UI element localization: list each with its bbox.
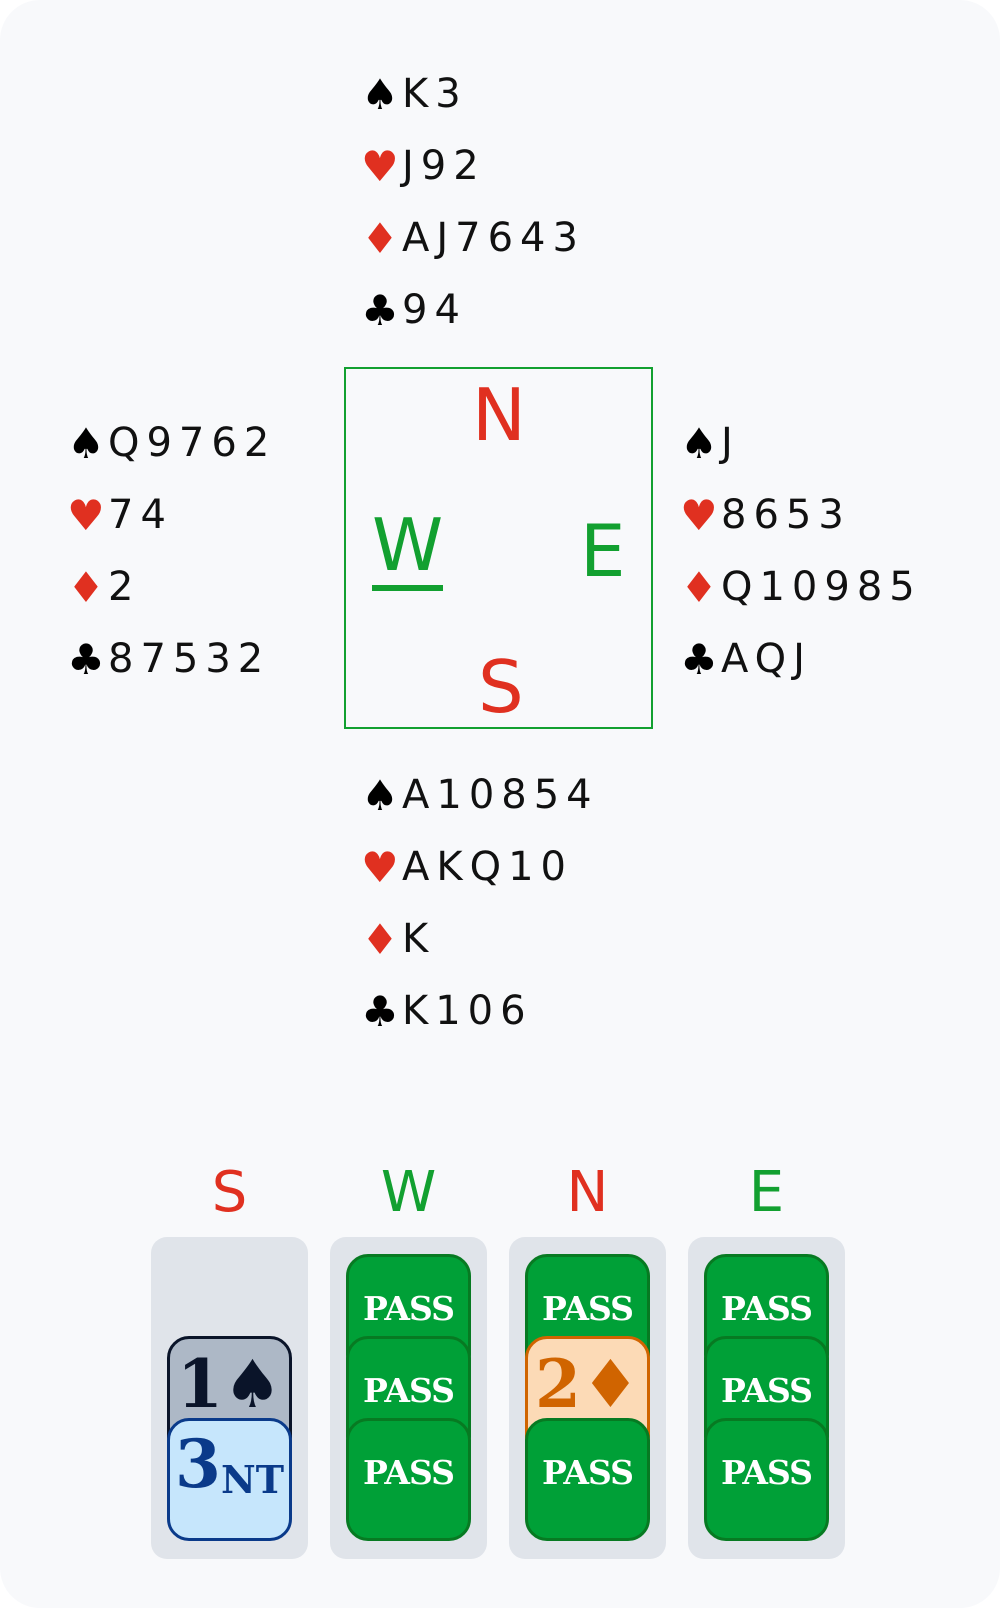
cards: Q9762 [108,420,277,466]
compass-south: S [478,645,524,729]
heart-icon: ♥ [361,141,399,191]
bid-column-north: PASS 2♦ PASS [509,1237,666,1559]
cards: J [721,420,740,466]
cards: 8653 [721,492,851,538]
bid-strain: NT [220,1457,284,1502]
spade-icon: ♠ [67,418,105,468]
club-icon: ♣ [361,986,399,1036]
cards: 2 [108,564,141,610]
club-icon: ♣ [67,634,105,684]
diamond-icon: ♦ [680,562,718,612]
pass-label: PASS [363,1289,455,1328]
east-diamonds: ♦Q10985 [679,557,922,617]
spade-icon: ♠ [680,418,718,468]
west-hearts: ♥74 [66,485,173,545]
club-icon: ♣ [361,285,399,335]
heart-icon: ♥ [67,490,105,540]
bid-header-west: W [380,1160,437,1225]
bid-level: 3 [175,1425,221,1503]
diamond-icon: ♦ [67,562,105,612]
west-spades: ♠Q9762 [66,413,276,473]
cards: AKQ10 [402,844,573,890]
pass-label: PASS [721,1289,813,1328]
south-hearts: ♥AKQ10 [360,837,573,897]
north-diamonds: ♦AJ7643 [360,208,585,268]
pass-label: PASS [542,1289,634,1328]
compass-east: E [580,509,626,593]
cards: 74 [108,492,173,538]
cards: K [402,916,436,962]
east-hearts: ♥8653 [679,485,851,545]
bid-header-south: S [211,1160,248,1225]
cards: J92 [402,143,486,189]
spade-icon: ♠ [361,69,399,119]
east-spades: ♠J [679,413,740,473]
diamond-icon: ♦ [580,1345,641,1423]
club-icon: ♣ [680,634,718,684]
cards: 94 [402,287,467,333]
bid-column-east: PASS PASS PASS [688,1237,845,1559]
pass-label: PASS [721,1453,813,1492]
pass-label: PASS [721,1371,813,1410]
bid-column-west: PASS PASS PASS [330,1237,487,1559]
compass-west-dealer: W [372,509,444,591]
bid-card-pass[interactable]: PASS [525,1418,650,1541]
bid-card-pass[interactable]: PASS [704,1418,829,1541]
south-diamonds: ♦K [360,909,435,969]
south-spades: ♠A10854 [360,765,599,825]
diamond-icon: ♦ [361,213,399,263]
compass-box: N W E S [344,367,653,729]
bid-header-east: E [748,1160,785,1225]
cards: AJ7643 [402,215,585,261]
south-clubs: ♣K106 [360,981,533,1041]
pass-label: PASS [363,1371,455,1410]
cards: AQJ [721,636,812,682]
north-spades: ♠K3 [360,64,468,124]
bid-level: 2 [534,1345,581,1423]
bid-level: 1 [176,1345,223,1423]
bid-header-north: N [566,1160,609,1225]
diamond-icon: ♦ [361,914,399,964]
spade-icon: ♠ [361,770,399,820]
cards: 87532 [108,636,271,682]
cards: K3 [402,71,468,117]
pass-label: PASS [363,1453,455,1492]
bid-card-pass[interactable]: PASS [346,1418,471,1541]
compass-north: N [472,373,526,457]
heart-icon: ♥ [361,842,399,892]
north-hearts: ♥J92 [360,136,486,196]
spade-icon: ♠ [222,1345,283,1423]
cards: A10854 [402,772,599,818]
north-clubs: ♣94 [360,280,467,340]
cards: K106 [402,988,533,1034]
west-diamonds: ♦2 [66,557,140,617]
pass-label: PASS [542,1453,634,1492]
west-clubs: ♣87532 [66,629,270,689]
east-clubs: ♣AQJ [679,629,812,689]
heart-icon: ♥ [680,490,718,540]
cards: Q10985 [721,564,922,610]
